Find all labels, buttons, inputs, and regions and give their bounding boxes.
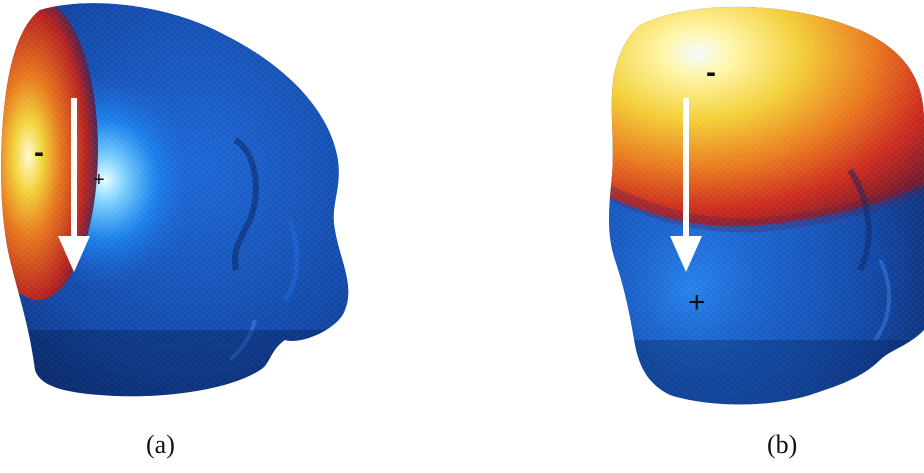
caption-b: (b) [767,430,797,460]
panel-b: - + (b) [560,0,924,473]
caption-a: (a) [146,430,175,460]
head-map-b [560,0,924,473]
panel-a: - + (a) [0,0,440,473]
head-map-a [0,0,440,473]
